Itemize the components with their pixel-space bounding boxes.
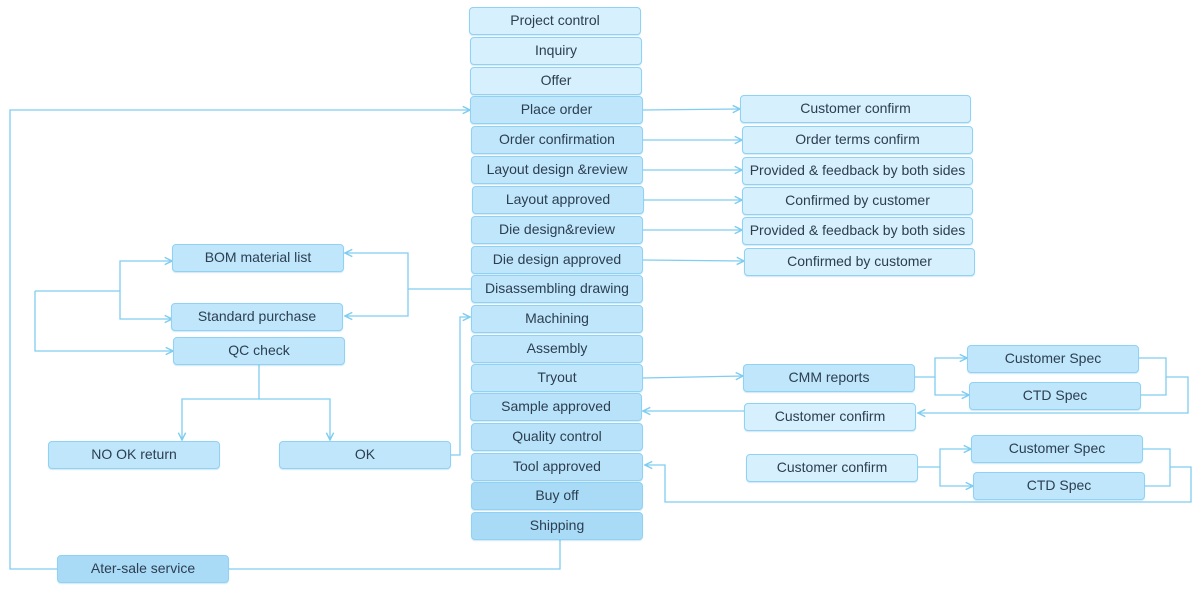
connector-die-approved: [642, 260, 744, 261]
right-confirmed-by-customer-layout: Confirmed by customer: [742, 187, 973, 215]
branch-standard-purchase: Standard purchase: [171, 303, 343, 331]
step-layout-design-review: Layout design &review: [471, 156, 643, 184]
connector-bracket-standard: [119, 291, 172, 319]
step-machining: Machining: [471, 305, 643, 333]
connector-place-order: [642, 109, 740, 110]
step-place-order: Place order: [470, 96, 643, 124]
connector-tryout-cmm: [642, 376, 743, 378]
right-provided-feedback-layout: Provided & feedback by both sides: [742, 157, 973, 185]
connector-cmm-customer-spec: [915, 358, 967, 378]
connector-tool-confirm-customer-spec: [918, 449, 971, 468]
step-shipping: Shipping: [471, 512, 643, 540]
connector-tool-confirm-ctd-spec: [939, 467, 973, 486]
right-customer-confirm: Customer confirm: [740, 95, 971, 123]
connector-qc-split: [182, 364, 260, 440]
branch-customer-confirm-sample: Customer confirm: [744, 403, 916, 431]
step-inquiry: Inquiry: [470, 37, 642, 65]
branch-customer-spec-tryout: Customer Spec: [967, 345, 1139, 373]
branch-no-ok-return: NO OK return: [48, 441, 220, 469]
connector-bracket-qc: [34, 291, 173, 351]
branch-customer-spec-tool: Customer Spec: [971, 435, 1143, 463]
connector-specs-merge: [1138, 357, 1167, 396]
connector-disassembling-standard: [345, 289, 409, 316]
branch-bom-material-list: BOM material list: [172, 244, 344, 272]
step-disassembling-drawing: Disassembling drawing: [471, 275, 643, 303]
step-sample-approved: Sample approved: [470, 393, 642, 421]
branch-ok: OK: [279, 441, 451, 469]
connector-ok-machining: [450, 317, 470, 456]
branch-ctd-spec-tryout: CTD Spec: [969, 382, 1141, 410]
right-provided-feedback-die: Provided & feedback by both sides: [742, 217, 973, 245]
step-buy-off: Buy off: [471, 482, 643, 510]
step-layout-approved: Layout approved: [472, 186, 644, 214]
connector-spec-return: [918, 376, 1189, 413]
step-tool-approved: Tool approved: [471, 453, 643, 481]
connector-bracket-bom: [119, 261, 172, 291]
right-confirmed-by-customer-die: Confirmed by customer: [744, 248, 975, 276]
step-order-confirmation: Order confirmation: [471, 126, 643, 154]
step-offer: Offer: [470, 67, 642, 95]
connector-aftersale-loop: [9, 110, 470, 570]
connector-qc-ok: [259, 398, 330, 440]
connector-tool-return: [645, 465, 1192, 503]
branch-customer-confirm-tool: Customer confirm: [746, 454, 918, 482]
step-die-design-approved: Die design approved: [471, 246, 643, 274]
branch-qc-check: QC check: [173, 337, 345, 365]
connector-cmm-ctd-spec: [934, 377, 969, 395]
step-tryout: Tryout: [471, 364, 643, 392]
connector-shipping-aftersale: [229, 540, 561, 570]
step-quality-control: Quality control: [471, 423, 643, 451]
step-project-control: Project control: [469, 7, 641, 35]
connector-tool-specs-merge: [1142, 448, 1171, 487]
step-assembly: Assembly: [471, 335, 643, 363]
step-die-design-review: Die design&review: [471, 216, 643, 244]
step-after-sale-service: Ater-sale service: [57, 555, 229, 583]
connector-disassembling-bom: [345, 253, 472, 290]
branch-ctd-spec-tool: CTD Spec: [973, 472, 1145, 500]
right-order-terms-confirm: Order terms confirm: [742, 126, 973, 154]
branch-cmm-reports: CMM reports: [743, 364, 915, 392]
